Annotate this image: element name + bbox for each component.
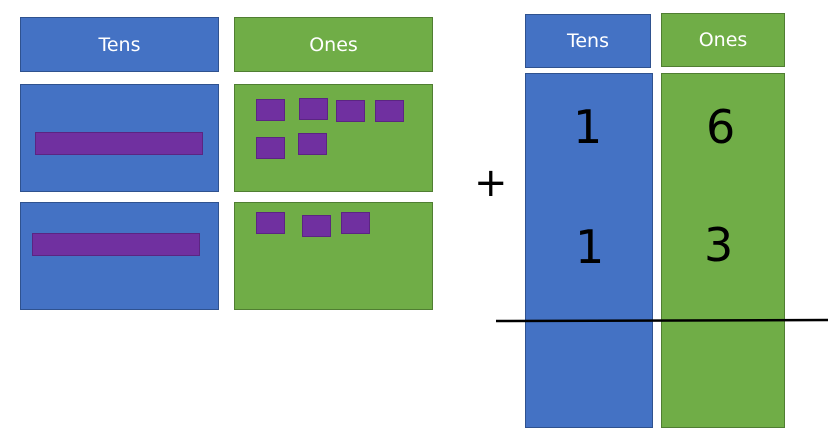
left-tens-header: Tens: [20, 17, 219, 72]
left-ones-header: Ones: [234, 17, 433, 72]
left-ones-header-label: Ones: [309, 33, 358, 56]
left-row1-ones-cell: [234, 84, 433, 192]
row2-ones-digit: 3: [704, 218, 734, 272]
ones-unit: [302, 215, 331, 237]
right-tens-header: Tens: [525, 14, 651, 68]
right-ones-column: [661, 73, 785, 428]
tens-rod: [32, 233, 200, 256]
tens-rod: [35, 132, 203, 155]
ones-unit: [256, 212, 285, 234]
left-tens-header-label: Tens: [98, 33, 141, 56]
ones-unit: [299, 98, 328, 120]
right-ones-header: Ones: [661, 13, 785, 67]
ones-unit: [256, 137, 285, 159]
left-row2-ones-cell: [234, 202, 433, 310]
ones-unit: [298, 133, 327, 155]
row1-tens-digit: 1: [573, 100, 603, 154]
row2-tens-digit: 1: [575, 220, 605, 274]
right-tens-column: [525, 73, 653, 428]
ones-unit: [336, 100, 365, 122]
ones-unit: [256, 99, 285, 121]
ones-unit: [341, 212, 370, 234]
plus-sign: +: [474, 160, 508, 206]
left-row1-tens-cell: [20, 84, 219, 192]
right-ones-header-label: Ones: [698, 29, 748, 51]
right-tens-header-label: Tens: [566, 30, 609, 52]
left-row2-tens-cell: [20, 202, 219, 310]
ones-unit: [375, 100, 404, 122]
row1-ones-digit: 6: [706, 100, 736, 154]
